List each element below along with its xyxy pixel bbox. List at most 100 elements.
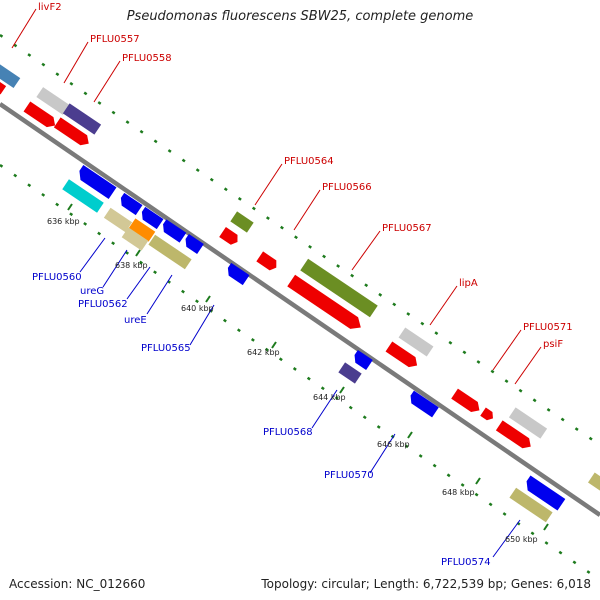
gene-label-pflu0570[interactable]: PFLU0570 [324,470,374,481]
kbp-label: 642 kbp [247,348,280,357]
gene-feature[interactable] [148,234,192,270]
bottom-gene-labels: PFLU0560 ureG PFLU0562 ureE PFLU0565 PFL… [32,272,491,568]
leader-line [79,237,106,273]
leader-lines-bottom [79,237,521,558]
gene-label-pflu0568[interactable]: PFLU0568 [263,427,313,438]
gene-label-pflu0557[interactable]: PFLU0557 [90,34,140,45]
gene-feature[interactable] [230,211,254,233]
map-title: Pseudomonas fluorescens SBW25, complete … [126,9,474,24]
gene-feature[interactable] [523,475,566,511]
gene-label-pflu0574[interactable]: PFLU0574 [441,557,491,568]
gene-feature[interactable] [0,57,21,89]
kbp-ticks [67,203,549,531]
kbp-tick [67,203,73,211]
gene-feature[interactable] [256,251,279,272]
kbp-tick [407,431,413,439]
gene-feature[interactable] [509,487,553,523]
gene-feature[interactable] [219,226,241,247]
leader-line [254,163,283,206]
kbp-label: 638 kbp [115,261,148,270]
kbp-label: 636 kbp [47,217,80,226]
gene-feature[interactable] [225,262,250,286]
leader-line [492,329,522,371]
gene-feature[interactable] [36,87,70,115]
gene-feature[interactable] [351,349,373,371]
leader-line [429,285,458,326]
gene-feature[interactable] [118,192,143,216]
leader-line [311,389,338,429]
gene-feature[interactable] [588,472,600,492]
gene-feature[interactable] [495,420,534,451]
genome-summary: Topology: circular; Length: 6,722,539 bp… [261,577,591,591]
leader-lines-top [11,8,542,385]
gene-feature[interactable] [398,327,434,357]
guide-lines [0,33,600,582]
gene-label-pflu0558[interactable]: PFLU0558 [122,53,172,64]
gene-feature[interactable] [139,206,164,230]
gene-feature[interactable] [0,81,7,95]
leader-line [102,249,128,288]
gene-feature[interactable] [121,227,149,251]
leader-line [63,41,89,84]
gene-label-pflu0571[interactable]: PFLU0571 [523,322,573,333]
gene-label-pflu0566[interactable]: PFLU0566 [322,182,372,193]
outer-guide-line [0,33,600,447]
genome-backbone [0,102,600,517]
leader-line [514,346,542,385]
gene-label-pflu0564[interactable]: PFLU0564 [284,156,334,167]
gene-label-pflu0567[interactable]: PFLU0567 [382,223,432,234]
gene-label-uree[interactable]: ureE [124,315,147,326]
kbp-label: 648 kbp [442,488,475,497]
kbp-tick [205,295,211,303]
gene-label-pflu0562[interactable]: PFLU0562 [78,299,128,310]
leader-line [11,8,37,49]
gene-feature[interactable] [182,233,204,255]
gene-feature[interactable] [53,117,92,148]
leader-line [93,60,121,103]
inner-guide-line [0,163,600,582]
gene-label-psif[interactable]: psiF [543,339,563,350]
leader-line [369,433,396,474]
kbp-tick [271,341,277,349]
kbp-label: 650 kbp [505,535,538,544]
kbp-label: 644 kbp [313,393,346,402]
gene-feature[interactable] [338,362,362,384]
leader-line [492,519,521,558]
gene-label-livf2[interactable]: livF2 [38,2,62,13]
leader-line [189,304,215,346]
gene-feature[interactable] [103,207,133,233]
gene-feature[interactable] [287,274,364,334]
gene-feature[interactable] [128,218,156,242]
gene-label-lipa[interactable]: lipA [459,278,478,289]
kbp-labels: 636 kbp 638 kbp 640 kbp 642 kbp 644 kbp … [47,217,538,544]
gene-feature[interactable] [508,407,548,439]
leader-line [351,230,381,271]
kbp-label: 640 kbp [181,304,214,313]
kbp-tick [339,386,345,394]
kbp-tick [135,249,141,257]
bottom-strand-genes [62,165,566,523]
kbp-tick [475,477,481,485]
kbp-label: 646 kbp [377,440,410,449]
leader-line [126,266,151,300]
gene-label-ureg[interactable]: ureG [80,286,104,297]
top-strand-genes [0,57,600,492]
leader-line [293,189,321,231]
leader-line [146,274,173,315]
gene-feature[interactable] [62,179,104,213]
gene-feature[interactable] [480,407,496,422]
gene-feature[interactable] [451,388,483,416]
gene-feature[interactable] [385,341,421,371]
top-gene-labels: livF2 PFLU0557 PFLU0558 PFLU0564 PFLU056… [38,2,573,350]
kbp-tick [543,523,549,531]
gene-feature[interactable] [23,101,59,131]
gene-feature[interactable] [76,165,117,199]
gene-label-pflu0560[interactable]: PFLU0560 [32,272,82,283]
gene-feature[interactable] [407,390,439,418]
gene-feature[interactable] [300,258,378,318]
accession-text: Accession: NC_012660 [9,577,146,591]
gene-feature[interactable] [160,219,187,243]
gene-feature[interactable] [62,103,102,135]
gene-label-pflu0565[interactable]: PFLU0565 [141,343,191,354]
